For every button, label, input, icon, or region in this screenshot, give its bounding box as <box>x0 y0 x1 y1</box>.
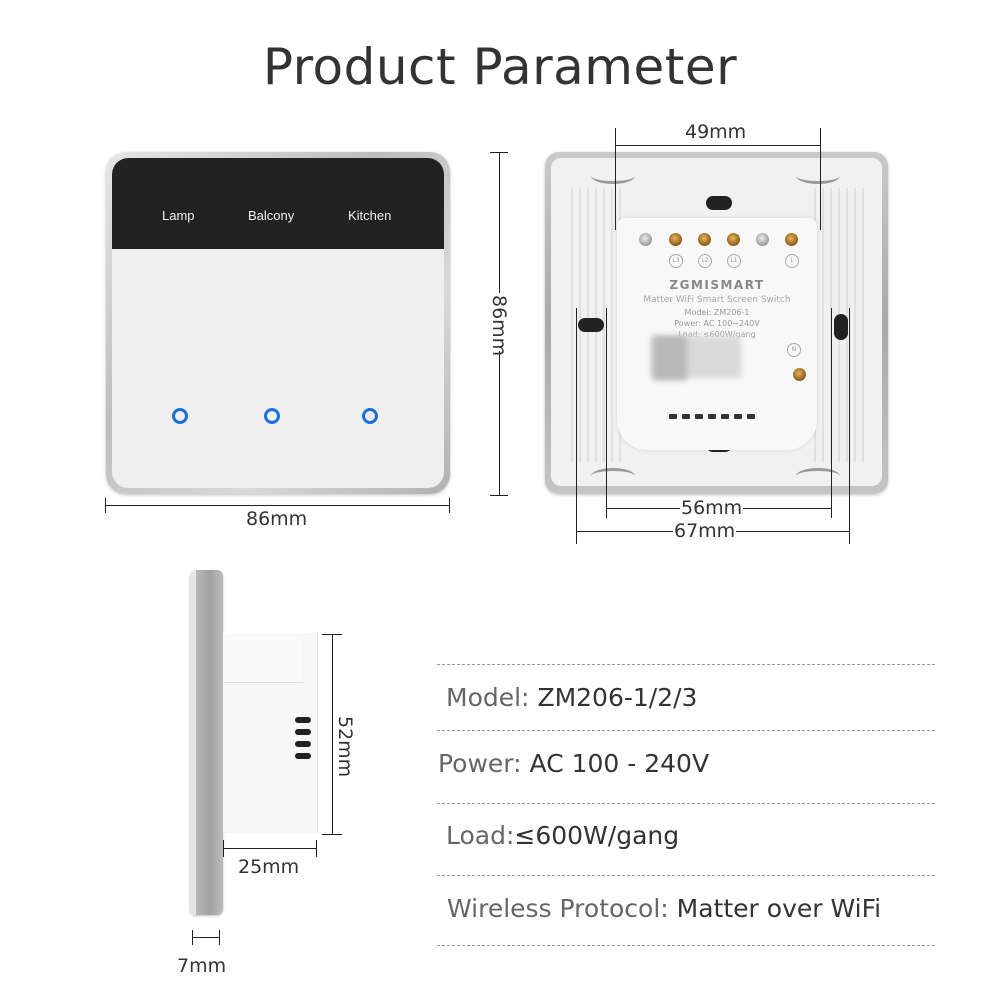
dimension-tick <box>615 128 616 230</box>
terminal-label-l: L <box>785 254 799 268</box>
touch-indicator-3-icon <box>362 408 378 424</box>
depth-dim-label: 52mm <box>334 714 356 778</box>
body-dimension-line <box>223 848 317 849</box>
module-power: Power: AC 100~240V <box>674 319 760 328</box>
front-glass-panel: Lamp Balcony Kitchen <box>112 158 444 488</box>
clip-arc <box>796 168 840 184</box>
vent-slot <box>682 414 690 419</box>
spec-value: ZM206-1/2/3 <box>537 683 698 712</box>
dimension-tick <box>490 495 508 496</box>
front-width-label: 86mm <box>246 508 308 530</box>
mount-slot-left <box>578 318 604 332</box>
dimension-tick <box>105 498 106 513</box>
module-load: Load: ≤600W/gang <box>678 330 756 339</box>
spec-row-model: Model: ZM206-1/2/3 <box>446 683 697 712</box>
spec-row-wireless: Wireless Protocol: Matter over WiFi <box>447 894 881 923</box>
spec-value: Matter over WiFi <box>676 894 882 923</box>
vent-slot <box>747 414 755 419</box>
vent-slot <box>669 414 677 419</box>
dimension-tick <box>316 840 317 857</box>
blurred-qr-code <box>653 336 687 380</box>
body-dim-label: 25mm <box>238 856 300 878</box>
dimension-tick <box>322 634 342 635</box>
side-view-step <box>223 633 303 683</box>
side-view-plate <box>190 570 223 915</box>
spec-row-power: Power: AC 100 - 240V <box>438 749 709 778</box>
dimension-tick <box>576 308 577 544</box>
front-width-dimension-line <box>105 505 450 506</box>
depth-dimension-line <box>332 634 333 835</box>
dimension-tick <box>849 308 850 544</box>
side-vent <box>295 717 311 723</box>
mount-dim-label: 56mm <box>680 497 744 519</box>
dimension-tick <box>606 308 607 518</box>
front-screen: Lamp Balcony Kitchen <box>112 158 444 249</box>
touch-indicator-1-icon <box>172 408 188 424</box>
spec-divider <box>437 803 935 804</box>
dimension-tick <box>322 834 342 835</box>
outer-dim-label: 67mm <box>673 520 737 542</box>
terminal-screw-icon <box>756 233 769 246</box>
terminal-label-l2: L2 <box>698 254 712 268</box>
spec-key: Load: <box>446 821 515 850</box>
screen-label-balcony: Balcony <box>248 208 295 223</box>
mount-slot-top <box>706 196 732 210</box>
dimension-tick <box>831 308 832 518</box>
spec-divider <box>437 730 935 731</box>
terminal-screw-icon <box>698 233 711 246</box>
terminal-screw-icon <box>727 233 740 246</box>
dimension-tick <box>223 840 224 857</box>
touch-indicator-2-icon <box>264 408 280 424</box>
dimension-tick <box>490 152 508 153</box>
screen-label-lamp: Lamp <box>162 208 195 223</box>
spec-divider <box>437 945 935 946</box>
side-vent <box>295 753 311 759</box>
back-height-label: 86mm <box>488 293 510 357</box>
spec-key: Model: <box>446 683 538 712</box>
side-vent <box>295 741 311 747</box>
clip-arc <box>796 468 840 484</box>
dimension-tick <box>449 498 450 513</box>
plate-dimension-line <box>192 937 220 938</box>
terminal-label-l3: L3 <box>669 254 683 268</box>
clip-arc <box>591 168 635 184</box>
spec-divider <box>437 664 935 665</box>
plate-dim-label: 7mm <box>177 955 227 977</box>
vent-slot <box>695 414 703 419</box>
terminal-screw-icon <box>639 233 652 246</box>
terminal-screw-icon <box>785 233 798 246</box>
front-view-switch: Lamp Balcony Kitchen <box>106 152 450 494</box>
module-model: Model: ZM206-1 <box>684 308 750 317</box>
terminal-screw-icon <box>669 233 682 246</box>
spec-row-load: Load:≤600W/gang <box>446 821 679 850</box>
relay-module: L3 L2 L1 L ZGMISMART Matter WiFi Smart S… <box>617 218 817 450</box>
mount-slot-right <box>834 314 848 340</box>
page-title: Product Parameter <box>262 38 738 96</box>
top-dim-label: 49mm <box>685 121 747 143</box>
terminal-label-l1: L1 <box>727 254 741 268</box>
module-title: Matter WiFi Smart Screen Switch <box>643 295 791 305</box>
spec-value: ≤600W/gang <box>514 821 680 850</box>
spec-divider <box>437 875 935 876</box>
dimension-tick <box>219 930 220 945</box>
dimension-tick <box>192 930 193 945</box>
terminal-label-n: N <box>787 343 801 357</box>
terminal-screw-icon <box>793 368 806 381</box>
side-vent <box>295 729 311 735</box>
clip-arc <box>591 468 635 484</box>
top-dimension-line <box>615 145 821 146</box>
spec-value: AC 100 - 240V <box>529 749 710 778</box>
vent-slot <box>721 414 729 419</box>
dimension-tick <box>820 128 821 230</box>
vent-slot <box>734 414 742 419</box>
module-brand: ZGMISMART <box>669 278 765 292</box>
spec-key: Power: <box>438 749 530 778</box>
spec-key: Wireless Protocol: <box>447 894 677 923</box>
screen-label-kitchen: Kitchen <box>348 208 392 223</box>
vent-slot <box>708 414 716 419</box>
